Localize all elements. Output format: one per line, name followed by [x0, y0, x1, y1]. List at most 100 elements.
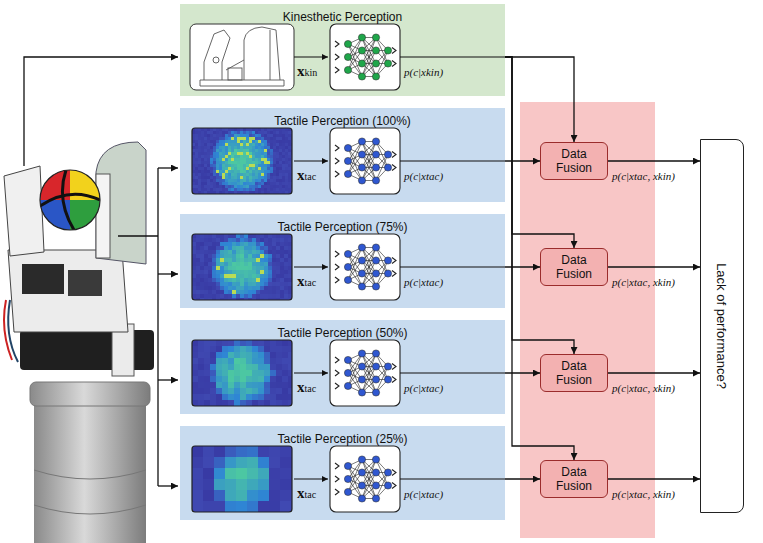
robot-hand-photo — [40, 194, 100, 206]
tactile-image — [201, 149, 204, 152]
tactile-image — [201, 167, 204, 170]
neural-network-icon — [335, 264, 339, 270]
tactile-image — [212, 294, 216, 298]
tactile-image — [192, 457, 203, 468]
tactile-image — [249, 149, 252, 152]
tactile-image — [282, 382, 288, 388]
tactile-image — [228, 270, 232, 274]
tactile-image — [231, 173, 234, 176]
tactile-image — [198, 394, 204, 400]
tactile-image — [258, 176, 261, 179]
tactile-image — [200, 234, 204, 238]
tactile-image — [201, 185, 204, 188]
neural-network-icon — [335, 171, 339, 177]
tactile-image — [285, 188, 288, 191]
tactile-image — [216, 266, 220, 270]
sensor-feed-arrows — [158, 167, 178, 168]
tactile-image — [228, 376, 234, 382]
tactile-image — [240, 140, 243, 143]
tactile-image — [201, 134, 204, 137]
robot-hand-photo — [22, 264, 64, 294]
tactile-image — [222, 155, 225, 158]
tactile-image — [192, 282, 196, 286]
tactile-image — [240, 286, 244, 290]
tactile-image — [256, 262, 260, 266]
tactile-image — [272, 270, 276, 274]
tactile-image — [213, 188, 216, 191]
tactile-image — [234, 400, 240, 406]
robot-hand-photo — [68, 270, 102, 296]
tactile-image — [213, 158, 216, 161]
tactile-image — [231, 179, 234, 182]
tactile-image — [201, 137, 204, 140]
tactile-image — [258, 501, 269, 512]
neural-network-icon — [335, 357, 396, 389]
tactile-image — [207, 149, 210, 152]
tactile-image — [210, 176, 213, 179]
tactile-image — [234, 388, 240, 394]
tactile-image — [252, 167, 255, 170]
tactile-image — [222, 358, 228, 364]
tactile-image — [268, 234, 272, 238]
tactile-image — [237, 185, 240, 188]
tactile-image — [210, 152, 213, 155]
tactile-image — [272, 278, 276, 282]
tactile-image — [258, 140, 261, 143]
tactile-image — [210, 358, 216, 364]
tactile-image — [192, 278, 196, 282]
tactile-image — [220, 278, 224, 282]
tactile-image — [198, 146, 201, 149]
tactile-image — [200, 290, 204, 294]
tactile-image — [237, 134, 240, 137]
neural-network-icon — [344, 53, 351, 60]
tactile-image — [213, 182, 216, 185]
tactile-image — [268, 262, 272, 266]
tactile-image — [248, 278, 252, 282]
tactile-image — [213, 179, 216, 182]
tactile-image — [212, 238, 216, 242]
tactile-image — [208, 254, 212, 258]
tactile-image — [280, 270, 284, 274]
tactile-image — [222, 340, 228, 346]
tactile-image — [212, 278, 216, 282]
tactile-image — [264, 140, 267, 143]
tactile-image — [285, 134, 288, 137]
tactile-image — [252, 400, 258, 406]
tactile-image — [249, 146, 252, 149]
tactile-image — [210, 170, 213, 173]
connector — [505, 160, 540, 161]
tactile-image — [232, 290, 236, 294]
tactile-image — [210, 394, 216, 400]
tactile-image — [220, 254, 224, 258]
tactile-image — [255, 182, 258, 185]
tactile-image — [276, 176, 279, 179]
tactile-image — [270, 158, 273, 161]
tactile-image — [264, 167, 267, 170]
tactile-image — [273, 158, 276, 161]
tactile-image — [216, 176, 219, 179]
tactile-image — [270, 179, 273, 182]
tactile-image — [207, 179, 210, 182]
tactile-image — [224, 270, 228, 274]
tactile-image — [210, 146, 213, 149]
tactile-image — [276, 294, 280, 298]
tactile-image — [204, 158, 207, 161]
tactile-image — [285, 137, 288, 140]
tactile-image — [236, 238, 240, 242]
neural-network-icon — [335, 370, 339, 376]
tactile-image — [272, 286, 276, 290]
tactile-image — [225, 131, 228, 134]
text-holder: p(c|xtac, xkin) — [612, 272, 675, 290]
tactile-image — [198, 370, 204, 376]
tactile-image — [246, 376, 252, 382]
text-holder: Data Fusion — [547, 359, 601, 387]
tactile-image — [216, 182, 219, 185]
tactile-image — [284, 278, 288, 282]
fusion-box: Data Fusion — [540, 142, 608, 180]
tactile-image — [282, 158, 285, 161]
neural-network-icon — [344, 475, 351, 482]
tactile-image — [214, 446, 225, 457]
tactile-image — [252, 262, 256, 266]
tactile-image — [231, 152, 234, 155]
tactile-image — [224, 282, 228, 286]
